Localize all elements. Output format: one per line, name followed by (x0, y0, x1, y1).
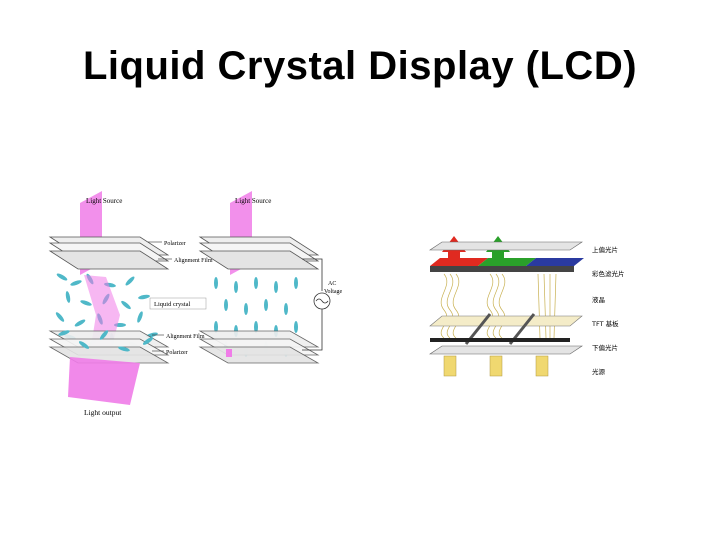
polarizer-top-right (198, 236, 320, 270)
color-filter-layer (430, 258, 584, 272)
polarizer-top-left (48, 236, 170, 270)
label-alignment-film-top: Alignment Film (174, 258, 213, 264)
slide-title: Liquid Crystal Display (LCD) (82, 44, 638, 88)
label-tft-substrate: TFT 基板 (591, 319, 619, 328)
top-polarizer-layer (429, 241, 583, 251)
lcd-principle-diagram: Light Source Light Source Polarizer Alig… (48, 191, 343, 417)
tft-black-matrix (430, 338, 570, 342)
label-ac: AC (328, 281, 336, 287)
label-alignment-film-bottom: Alignment Film (166, 334, 205, 340)
label-top-polarizer: 上偏光片 (592, 245, 618, 254)
label-bottom-polarizer: 下偏光片 (592, 343, 618, 352)
ac-voltage-circuit (302, 258, 331, 351)
liquid-crystal-layer (440, 273, 557, 339)
bottom-polarizer-layer (429, 345, 583, 355)
label-voltage: Voltage (324, 289, 343, 295)
light-output-beam (68, 357, 140, 405)
label-liquid-crystal-box (149, 297, 207, 310)
label-light-source-left: Light Source (86, 197, 122, 205)
label-polarizer-top: Polarizer (164, 241, 186, 247)
backlight-layer (443, 355, 549, 377)
tft-substrate-layer (429, 315, 583, 327)
tft-lcd-layer-diagram: 上偏光片 彩色滤光片 液晶 TFT 基板 下偏光片 光源 (429, 236, 625, 377)
label-liquid-crystal: Liquid crystal (154, 301, 190, 308)
label-polarizer-bottom: Polarizer (166, 350, 188, 356)
label-light-source-cn: 光源 (592, 367, 606, 376)
label-light-source-right: Light Source (235, 197, 271, 205)
label-light-output: Light output (84, 408, 122, 417)
label-color-filter: 彩色滤光片 (592, 269, 625, 278)
label-liquid-crystal-cn: 液晶 (592, 295, 605, 304)
light-output-small (226, 349, 232, 357)
liquid-crystal-bottom-left (58, 330, 154, 352)
polarizer-bottom-right (198, 330, 320, 364)
